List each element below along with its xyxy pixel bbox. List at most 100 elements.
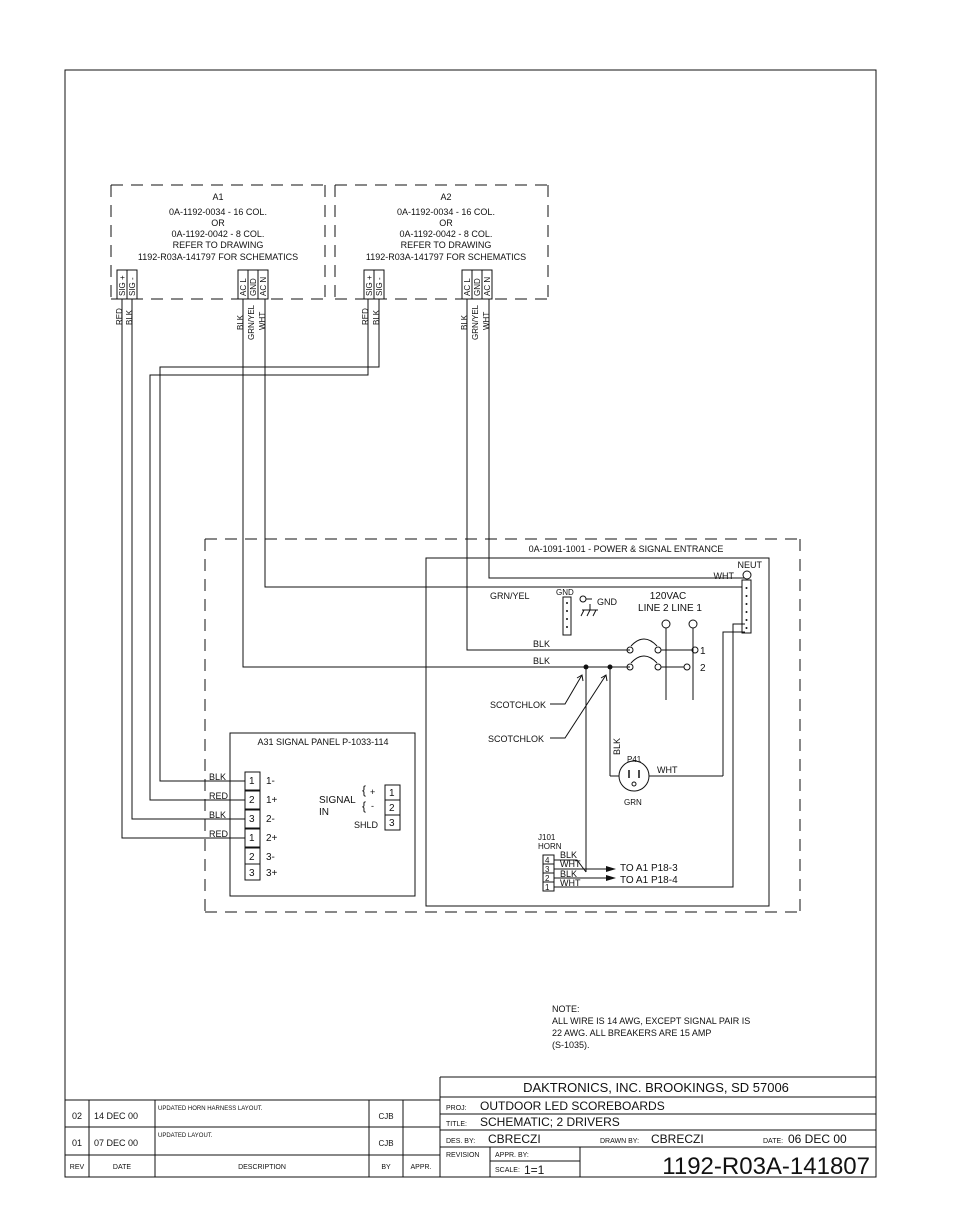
p41-wht-label: WHT (657, 765, 678, 775)
sp-label-row5: 3- (266, 852, 275, 863)
a1-pin-sig-minus: SIG - (128, 277, 137, 296)
a1-wire-blk-power: BLK (236, 314, 245, 330)
date-label: DATE: (763, 1138, 783, 1145)
a1-pin-ac-l: AC L (239, 278, 248, 296)
wire-routing (121, 299, 745, 839)
rev-row1-desc: UPDATED HORN HARNESS LAYOUT. (158, 1106, 263, 1112)
sp-wire-row2: RED (209, 791, 229, 801)
drawing-note: NOTE: ALL WIRE IS 14 AWG, EXCEPT SIGNAL … (552, 1004, 750, 1050)
drawing-title: SCHEMATIC; 2 DRIVERS (480, 1115, 620, 1129)
des-by-label: DES. BY: (446, 1138, 475, 1145)
rev-header-date: DATE (113, 1164, 131, 1171)
a2-wire-wht: WHT (482, 312, 491, 330)
blk-vertical-label: BLK (612, 738, 622, 755)
entrance-grn-yel: GRN/YEL (490, 591, 530, 601)
sig-pin-2: 2 (389, 803, 395, 814)
sp-wire-row1: BLK (209, 772, 226, 782)
sig-pin-3: 3 (389, 818, 395, 829)
rev-row2-rev: 01 (72, 1138, 82, 1148)
a2-pin-ac-n: AC N (483, 277, 492, 296)
scotchlok-label-1: SCOTCHLOK (490, 700, 546, 710)
a2-title: A2 (440, 192, 451, 202)
project-name: OUTDOOR LED SCOREBOARDS (480, 1099, 665, 1113)
horn-wire-wht-3: WHT (560, 859, 581, 869)
rev-header-appr: APPR. (410, 1164, 431, 1171)
rev-row2-desc: UPDATED LAYOUT. (158, 1133, 213, 1139)
a1-wire-grn-yel: GRN/YEL (247, 304, 256, 340)
breaker-2-label: 2 (700, 663, 706, 674)
sp-pin-row5: 2 (249, 852, 255, 863)
a2-line5: 1192-R03A-141797 FOR SCHEMATICS (366, 252, 526, 262)
neut-wht-label: WHT (714, 571, 735, 581)
breaker-blk1: BLK (533, 639, 550, 649)
a2-line1: 0A-1192-0034 - 16 COL. (397, 207, 495, 217)
shld-label: SHLD (354, 820, 379, 830)
rev-row1-by: CJB (378, 1112, 393, 1121)
scale-label: SCALE: (495, 1167, 520, 1174)
signal-brace-minus-icon: { (362, 799, 366, 813)
a1-title: A1 (212, 192, 223, 202)
vac-label: 120VAC (650, 591, 687, 602)
line-label: LINE 2 LINE 1 (638, 603, 702, 614)
sp-wire-row3: BLK (209, 810, 226, 820)
scale-value: 1=1 (524, 1163, 545, 1177)
a2-line2: OR (439, 218, 453, 228)
title-label: TITLE: (446, 1121, 467, 1128)
proj-label: PROJ: (446, 1105, 467, 1112)
horn-wire-blk-4: BLK (560, 850, 577, 860)
sp-pin-row6: 3 (249, 868, 255, 879)
note-l1: NOTE: (552, 1004, 580, 1014)
a1-pin-ac-n: AC N (259, 277, 268, 296)
a1-wire-blk: BLK (125, 309, 134, 325)
rev-row1-rev: 02 (72, 1111, 82, 1121)
appr-by-label: APPR. BY: (495, 1152, 529, 1159)
a2-wire-red: RED (361, 308, 370, 325)
signal-plus: + (370, 787, 375, 797)
sp-label-row4: 2+ (266, 833, 278, 844)
breaker-blk2: BLK (533, 656, 550, 666)
sp-pin-row4: 1 (249, 833, 255, 844)
rev-row1-date: 14 DEC 00 (94, 1111, 138, 1121)
horn-to-p18-3: TO A1 P18-3 (620, 863, 678, 874)
a1-driver-box: A1 0A-1192-0034 - 16 COL. OR 0A-1192-004… (110, 184, 326, 300)
gnd-symbol-label: GND (597, 597, 618, 607)
gnd-terminal-label: GND (556, 588, 574, 597)
entrance-enclosure (425, 557, 770, 907)
revision-table: 02 14 DEC 00 UPDATED HORN HARNESS LAYOUT… (65, 1077, 441, 1177)
a2-pin-ac-l: AC L (463, 278, 472, 296)
a2-wire-grn-yel: GRN/YEL (471, 304, 480, 340)
revision-label: REVISION (446, 1152, 479, 1159)
a1-line5: 1192-R03A-141797 FOR SCHEMATICS (138, 252, 298, 262)
sp-label-row6: 3+ (266, 868, 278, 879)
signal-in-label: IN (319, 807, 329, 818)
note-l2: ALL WIRE IS 14 AWG, EXCEPT SIGNAL PAIR I… (552, 1016, 750, 1026)
title-block: DAKTRONICS, INC. BROOKINGS, SD 57006 PRO… (440, 1076, 876, 1180)
sig-pin-1: 1 (389, 788, 395, 799)
a2-pin-sig-plus: SIG + (365, 275, 374, 296)
horn-label: HORN (538, 842, 562, 851)
rev-row2-by: CJB (378, 1139, 393, 1148)
entrance-title: 0A-1091-1001 - POWER & SIGNAL ENTRANCE (529, 544, 724, 554)
a2-pin-gnd: GND (473, 278, 482, 296)
p41-receptacle: P41 WHT GRN (610, 631, 745, 807)
a1-line3: 0A-1192-0042 - 8 COL. (172, 229, 265, 239)
rev-header-rev: REV (70, 1164, 85, 1171)
p41-label: P41 (627, 755, 642, 764)
horn-to-p18-4: TO A1 P18-4 (620, 875, 678, 886)
rev-header-desc: DESCRIPTION (238, 1164, 286, 1171)
neutral-terminal-bar: NEUT WHT (714, 560, 763, 634)
company-name: DAKTRONICS, INC. BROOKINGS, SD 57006 (523, 1080, 789, 1095)
sp-pin-row3: 3 (249, 814, 255, 825)
j101-label: J101 (538, 833, 556, 842)
a1-pin-sig-plus: SIG + (118, 275, 127, 296)
sp-label-row1: 1- (266, 776, 275, 787)
designer-name: CBRECZI (488, 1132, 541, 1146)
a31-signal-panel: A31 SIGNAL PANEL P-1033-114 BLK RED BLK … (209, 732, 416, 897)
horn-pin-2: 2 (545, 874, 550, 883)
j101-horn-connector: J101 HORN 4 3 2 1 BLK WHT BLK WHT TO A1 … (538, 623, 745, 892)
horn-wire-blk-2: BLK (560, 869, 577, 879)
breaker-1-label: 1 (700, 646, 706, 657)
a1-line2: OR (211, 218, 225, 228)
